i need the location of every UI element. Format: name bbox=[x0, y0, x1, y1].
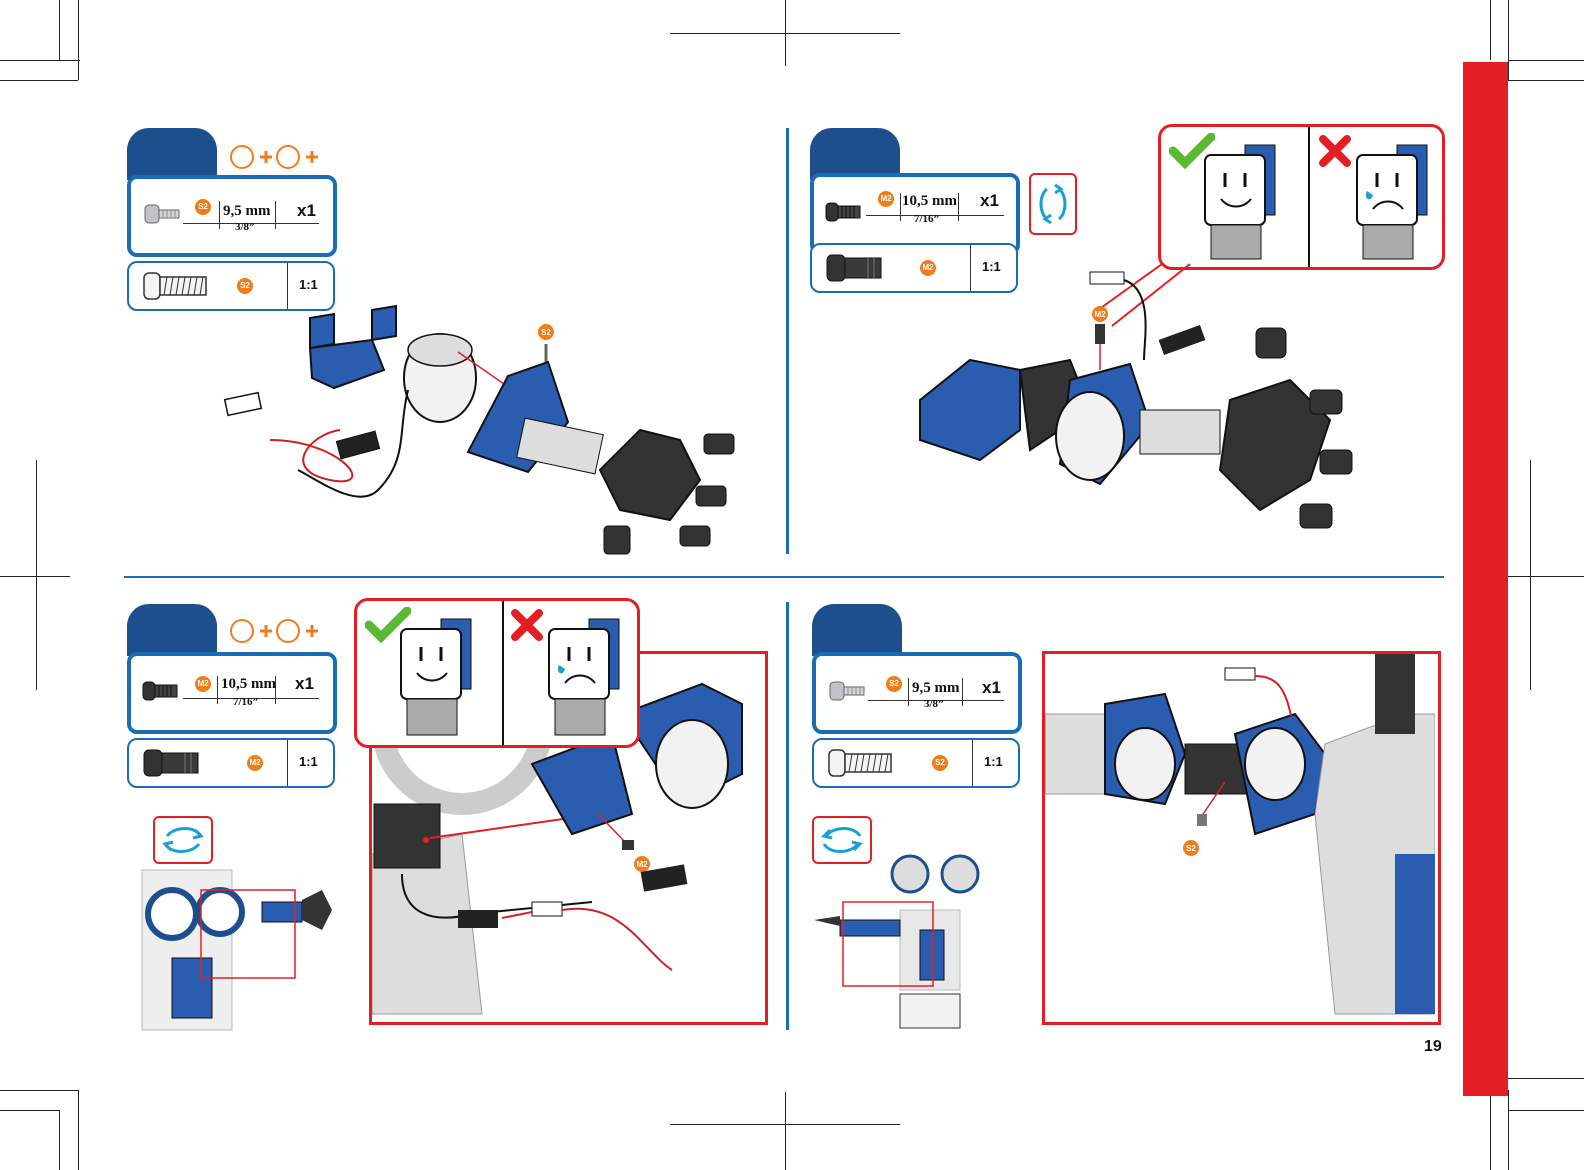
screw-length-inch: 3/8” bbox=[924, 698, 944, 710]
parts-box: M2 10,5 mm 7/16” x1 bbox=[127, 652, 337, 734]
step-tab bbox=[127, 604, 217, 656]
red-side-band bbox=[1463, 62, 1508, 1096]
cross-icon bbox=[509, 607, 545, 643]
step-tab bbox=[812, 604, 902, 656]
vertical-divider-top bbox=[786, 128, 789, 554]
step-4-illustration: S2 bbox=[1045, 654, 1435, 1019]
screw-code-badge: M2 bbox=[878, 191, 894, 207]
vertical-divider-bottom bbox=[786, 602, 789, 1030]
screw-code-badge: M2 bbox=[247, 755, 263, 771]
step-1-illustration: S2 bbox=[220, 300, 780, 570]
screw-actual-size-icon bbox=[143, 748, 201, 778]
parts-box: S2 9,5 mm 3/8” x1 bbox=[812, 652, 1022, 734]
screw-length-inch: 7/16” bbox=[914, 213, 939, 225]
orientation-compare-box bbox=[354, 598, 640, 748]
screw-callout: S2 bbox=[541, 328, 551, 337]
screw-length-mm: 10,5 mm bbox=[902, 193, 957, 210]
rotate-icon bbox=[1037, 183, 1069, 225]
screw-code-badge: S2 bbox=[886, 676, 902, 692]
bolt-icon bbox=[143, 201, 183, 227]
quantity: x1 bbox=[297, 201, 316, 221]
screw-actual-size-icon bbox=[826, 253, 884, 283]
cross-icon bbox=[1317, 133, 1353, 169]
screw-code-badge: S2 bbox=[237, 278, 253, 294]
screw-length-mm: 10,5 mm bbox=[221, 676, 276, 693]
horizontal-divider bbox=[124, 576, 1444, 578]
check-icon bbox=[1169, 133, 1215, 169]
quantity: x1 bbox=[982, 678, 1001, 698]
rotate-view-box bbox=[1029, 173, 1077, 235]
scale-box: S2 1:1 bbox=[812, 738, 1020, 788]
check-icon bbox=[365, 607, 411, 643]
scale-ratio: 1:1 bbox=[299, 277, 318, 292]
screw-actual-size-icon bbox=[828, 748, 894, 778]
screw-callout: S2 bbox=[1186, 844, 1196, 853]
parts-box: S2 9,5 mm 3/8” x1 bbox=[127, 175, 337, 257]
screw-code-badge: M2 bbox=[195, 676, 211, 692]
quantity: x1 bbox=[295, 674, 314, 694]
assembly-hint-icon bbox=[228, 144, 324, 170]
robot-overview bbox=[810, 850, 990, 1032]
robot-overview bbox=[122, 850, 342, 1032]
bolt-icon bbox=[141, 676, 181, 706]
step-2-illustration: M2 bbox=[910, 240, 1380, 560]
bolt-icon bbox=[824, 197, 864, 227]
screw-actual-size-icon bbox=[143, 271, 209, 301]
scale-box: M2 1:1 bbox=[127, 738, 335, 788]
screw-length-mm: 9,5 mm bbox=[223, 203, 271, 220]
bolt-icon bbox=[828, 678, 868, 704]
screw-code-badge: S2 bbox=[932, 755, 948, 771]
screw-code-badge: S2 bbox=[195, 199, 211, 215]
screw-length-inch: 3/8” bbox=[235, 221, 255, 233]
screw-callout: M2 bbox=[1094, 310, 1106, 319]
scale-ratio: 1:1 bbox=[984, 754, 1003, 769]
screw-length-inch: 7/16” bbox=[233, 696, 258, 708]
assembly-hint-icon bbox=[228, 618, 324, 644]
page-number: 19 bbox=[1424, 1038, 1442, 1056]
screw-length-mm: 9,5 mm bbox=[912, 680, 960, 697]
step-tab bbox=[127, 128, 217, 180]
screw-callout: M2 bbox=[636, 860, 648, 869]
scale-ratio: 1:1 bbox=[299, 754, 318, 769]
quantity: x1 bbox=[980, 191, 999, 211]
